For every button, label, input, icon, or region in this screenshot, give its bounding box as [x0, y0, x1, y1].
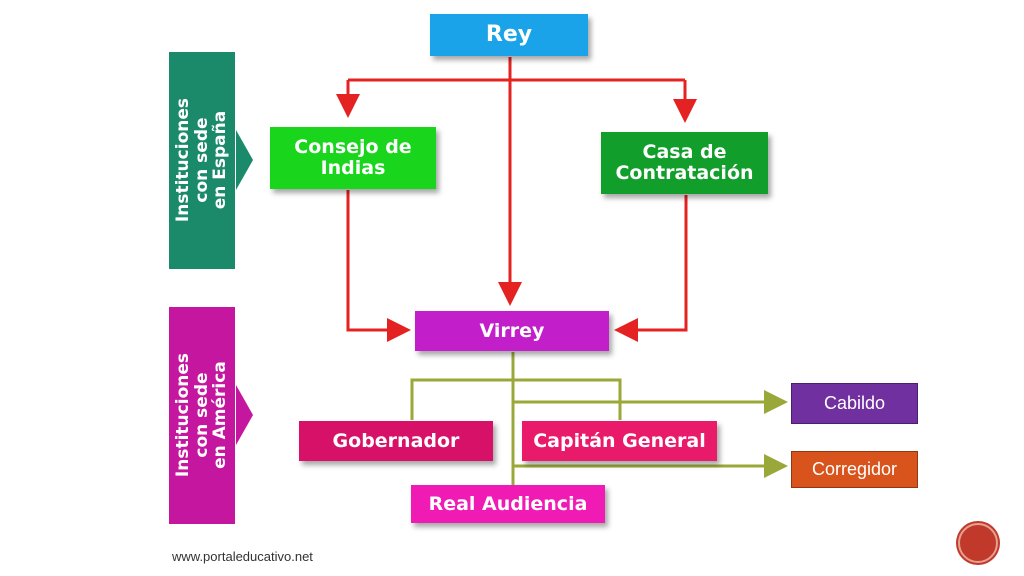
rey-label: Rey: [485, 21, 533, 47]
america-label-text: Instituciones con sede en América: [172, 353, 231, 478]
capitan-label: Capitán General: [533, 429, 706, 452]
spain-label-text: Instituciones con sede en España: [172, 98, 231, 223]
virrey-label: Virrey: [479, 319, 545, 342]
consejo-label: Consejo de Indias: [294, 136, 412, 179]
corregidor-label: Corregidor: [811, 459, 898, 479]
rey-node: Rey: [430, 14, 588, 56]
slide-badge: [958, 523, 998, 563]
spain-chevron: [236, 130, 253, 190]
virrey-node: Virrey: [415, 311, 609, 351]
real-audiencia-node: Real Audiencia: [411, 485, 605, 523]
olive-lines: [410, 352, 788, 486]
spain-institutions-label: Instituciones con sede en España: [169, 52, 235, 269]
casa-label: Casa de Contratación: [615, 141, 754, 184]
gobernador-label: Gobernador: [332, 429, 460, 452]
corregidor-node: Corregidor: [791, 451, 918, 488]
cabildo-label: Cabildo: [823, 393, 886, 413]
gobernador-node: Gobernador: [299, 421, 493, 461]
casa-de-contratacion-node: Casa de Contratación: [601, 132, 768, 194]
audiencia-label: Real Audiencia: [428, 492, 588, 515]
america-institutions-label: Instituciones con sede en América: [169, 307, 235, 524]
cabildo-node: Cabildo: [791, 383, 918, 424]
consejo-de-indias-node: Consejo de Indias: [270, 127, 436, 189]
capitan-general-node: Capitán General: [522, 421, 717, 461]
red-arrows: [336, 57, 697, 342]
america-chevron: [236, 385, 253, 445]
source-credit: www.portaleducativo.net: [172, 549, 313, 564]
